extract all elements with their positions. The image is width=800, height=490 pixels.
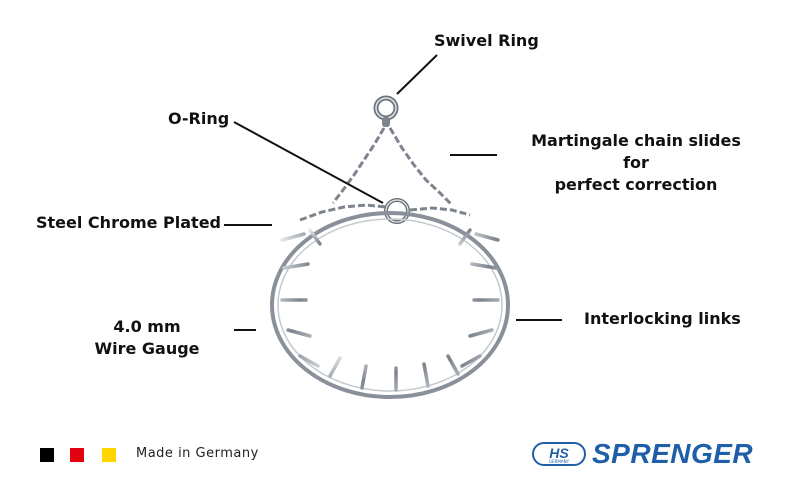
flag-square-red: [70, 448, 84, 462]
leader-o-ring: [233, 121, 384, 204]
label-wire-gauge: 4.0 mm Wire Gauge: [82, 316, 212, 360]
label-o-ring: O-Ring: [168, 109, 230, 128]
prong-links: [270, 211, 510, 399]
label-steel-chrome: Steel Chrome Plated: [36, 213, 221, 232]
flag-square-gold: [102, 448, 116, 462]
martingale-chain: [299, 127, 471, 222]
made-in-germany: Made in Germany: [136, 446, 259, 461]
label-wire-gauge-line2: Wire Gauge: [94, 339, 200, 358]
leader-swivel-ring: [396, 54, 438, 95]
brand-logo: SPRENGER: [592, 438, 754, 469]
label-martingale: Martingale chain slides for perfect corr…: [516, 130, 756, 196]
label-swivel-ring: Swivel Ring: [434, 31, 539, 50]
o-ring: [384, 198, 410, 224]
label-martingale-line2: perfect correction: [554, 175, 718, 194]
label-martingale-line1: Martingale chain slides for: [531, 131, 741, 172]
flag-square-black: [40, 448, 54, 462]
label-wire-gauge-line1: 4.0 mm: [113, 317, 181, 336]
swivel-ring: [373, 95, 399, 127]
hs-logo-badge: HS GERMANY: [532, 442, 586, 466]
hs-logo-sub: GERMANY: [548, 459, 570, 464]
label-interlocking: Interlocking links: [584, 309, 741, 328]
hs-logo-text: HS: [549, 445, 569, 461]
